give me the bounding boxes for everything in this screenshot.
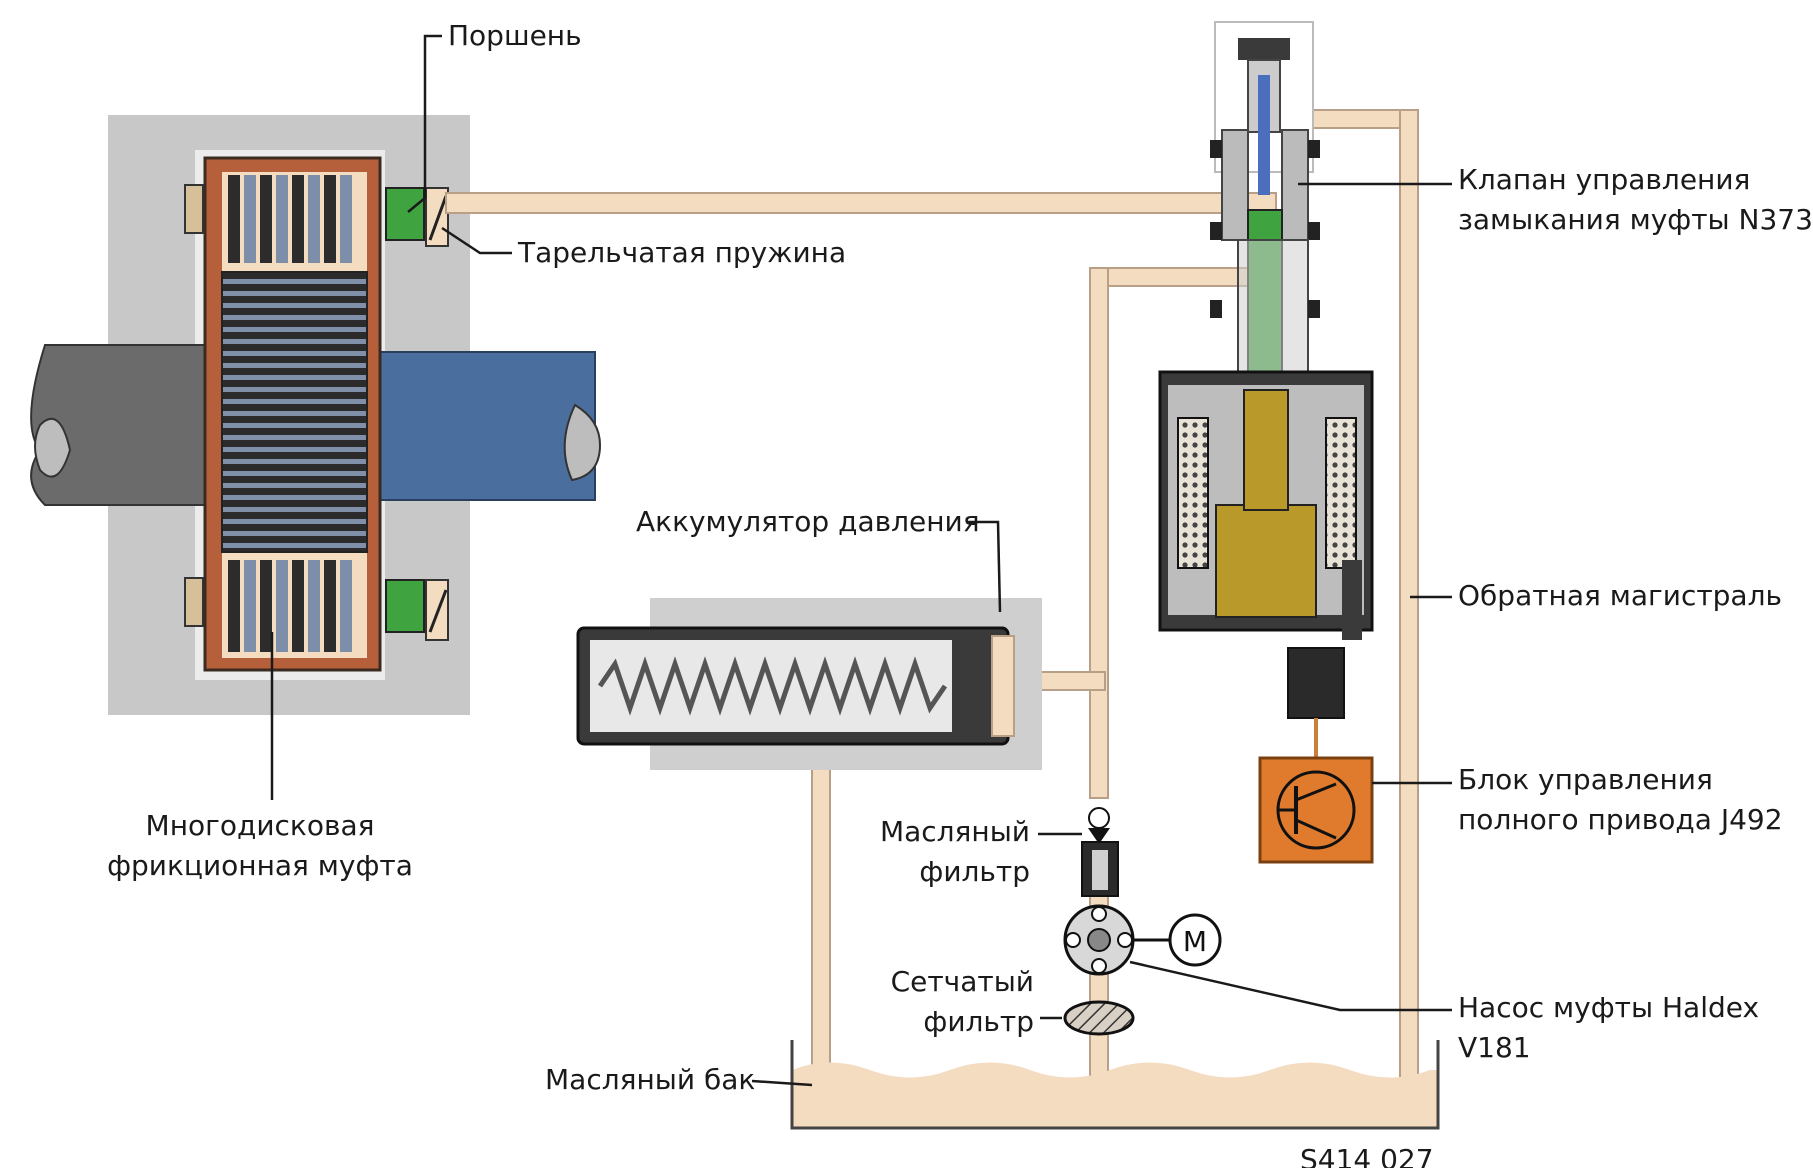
label-oil-filter-line1: Масляный (879, 815, 1030, 848)
haldex-pump-v181 (1063, 904, 1170, 976)
piston-top (385, 187, 425, 241)
label-oil-filter: Масляный фильтр (830, 812, 1030, 892)
tank-suction-left (811, 739, 831, 1091)
figure-code: S414 027 (1300, 1143, 1434, 1168)
valve-connector (1287, 647, 1345, 719)
label-oil-filter-line2: фильтр (919, 855, 1030, 888)
label-oil-tank: Масляный бак (545, 1063, 756, 1096)
valve-pin (1258, 75, 1270, 195)
motor-circle (1168, 913, 1222, 967)
label-multi-disc-clutch-line1: Многодисковая (145, 809, 375, 842)
label-valve-n373-line1: Клапан управления (1458, 163, 1751, 196)
return-line (1399, 109, 1419, 1101)
cut-off-heading-fragment (30, 1148, 440, 1168)
pressure-accumulator (576, 598, 1042, 770)
input-shaft-end (34, 418, 72, 478)
label-pump-v181-line2: V181 (1458, 1031, 1531, 1064)
label-valve-n373: Клапан управления замыкания муфты N373 (1458, 160, 1813, 240)
label-strainer: Сетчатый фильтр (834, 962, 1034, 1042)
hub-splines (221, 271, 368, 553)
output-shaft-end (563, 403, 602, 482)
label-strainer-line1: Сетчатый (890, 965, 1034, 998)
strainer (1063, 1000, 1135, 1036)
label-pump-v181: Насос муфты Haldex V181 (1458, 988, 1759, 1068)
left-thrust-washer-bottom (184, 577, 204, 627)
pump-motor: M (1168, 913, 1222, 967)
accumulator-spring (597, 656, 948, 716)
label-valve-n373-line2: замыкания муфты N373 (1458, 203, 1813, 236)
label-multi-disc-clutch: Многодисковая фрикционная муфта (60, 806, 460, 886)
oil-filter (1081, 807, 1119, 897)
piston-bottom (385, 579, 425, 633)
lower-disc-pack (228, 560, 352, 652)
label-pressure-accumulator: Аккумулятор давления (636, 505, 980, 538)
label-pump-v181-line1: Насос муфты Haldex (1458, 991, 1760, 1024)
label-multi-disc-clutch-line2: фрикционная муфта (107, 849, 413, 882)
valve-n373 (1158, 21, 1374, 760)
control-unit-j492 (1258, 756, 1374, 864)
label-disc-spring: Тарельчатая пружина (518, 236, 847, 269)
output-shaft (359, 351, 596, 501)
multi-disc-clutch-assembly (30, 115, 602, 715)
solenoid-coil-right (1325, 417, 1357, 569)
check-valve (1088, 807, 1110, 829)
solenoid-coil-left (1177, 417, 1209, 569)
label-return-line: Обратная магистраль (1458, 579, 1782, 612)
left-thrust-washer-top (184, 184, 204, 234)
motor-symbol: M (1183, 925, 1207, 958)
pressure-line-to-clutch (445, 192, 1277, 214)
label-piston: Поршень (448, 19, 582, 52)
label-control-unit-j492-line2: полного привода J492 (1458, 803, 1783, 836)
label-control-unit-j492-line1: Блок управления (1458, 763, 1713, 796)
leader-lines (270, 34, 1452, 1087)
upper-disc-pack (228, 175, 352, 263)
solenoid-armature (1215, 504, 1317, 618)
feed-line-horizontal (1089, 267, 1261, 287)
label-strainer-line2: фильтр (923, 1005, 1034, 1038)
feed-line-vertical (1089, 267, 1109, 799)
label-control-unit-j492: Блок управления полного привода J492 (1458, 760, 1783, 840)
oil-tank (790, 1040, 1440, 1130)
